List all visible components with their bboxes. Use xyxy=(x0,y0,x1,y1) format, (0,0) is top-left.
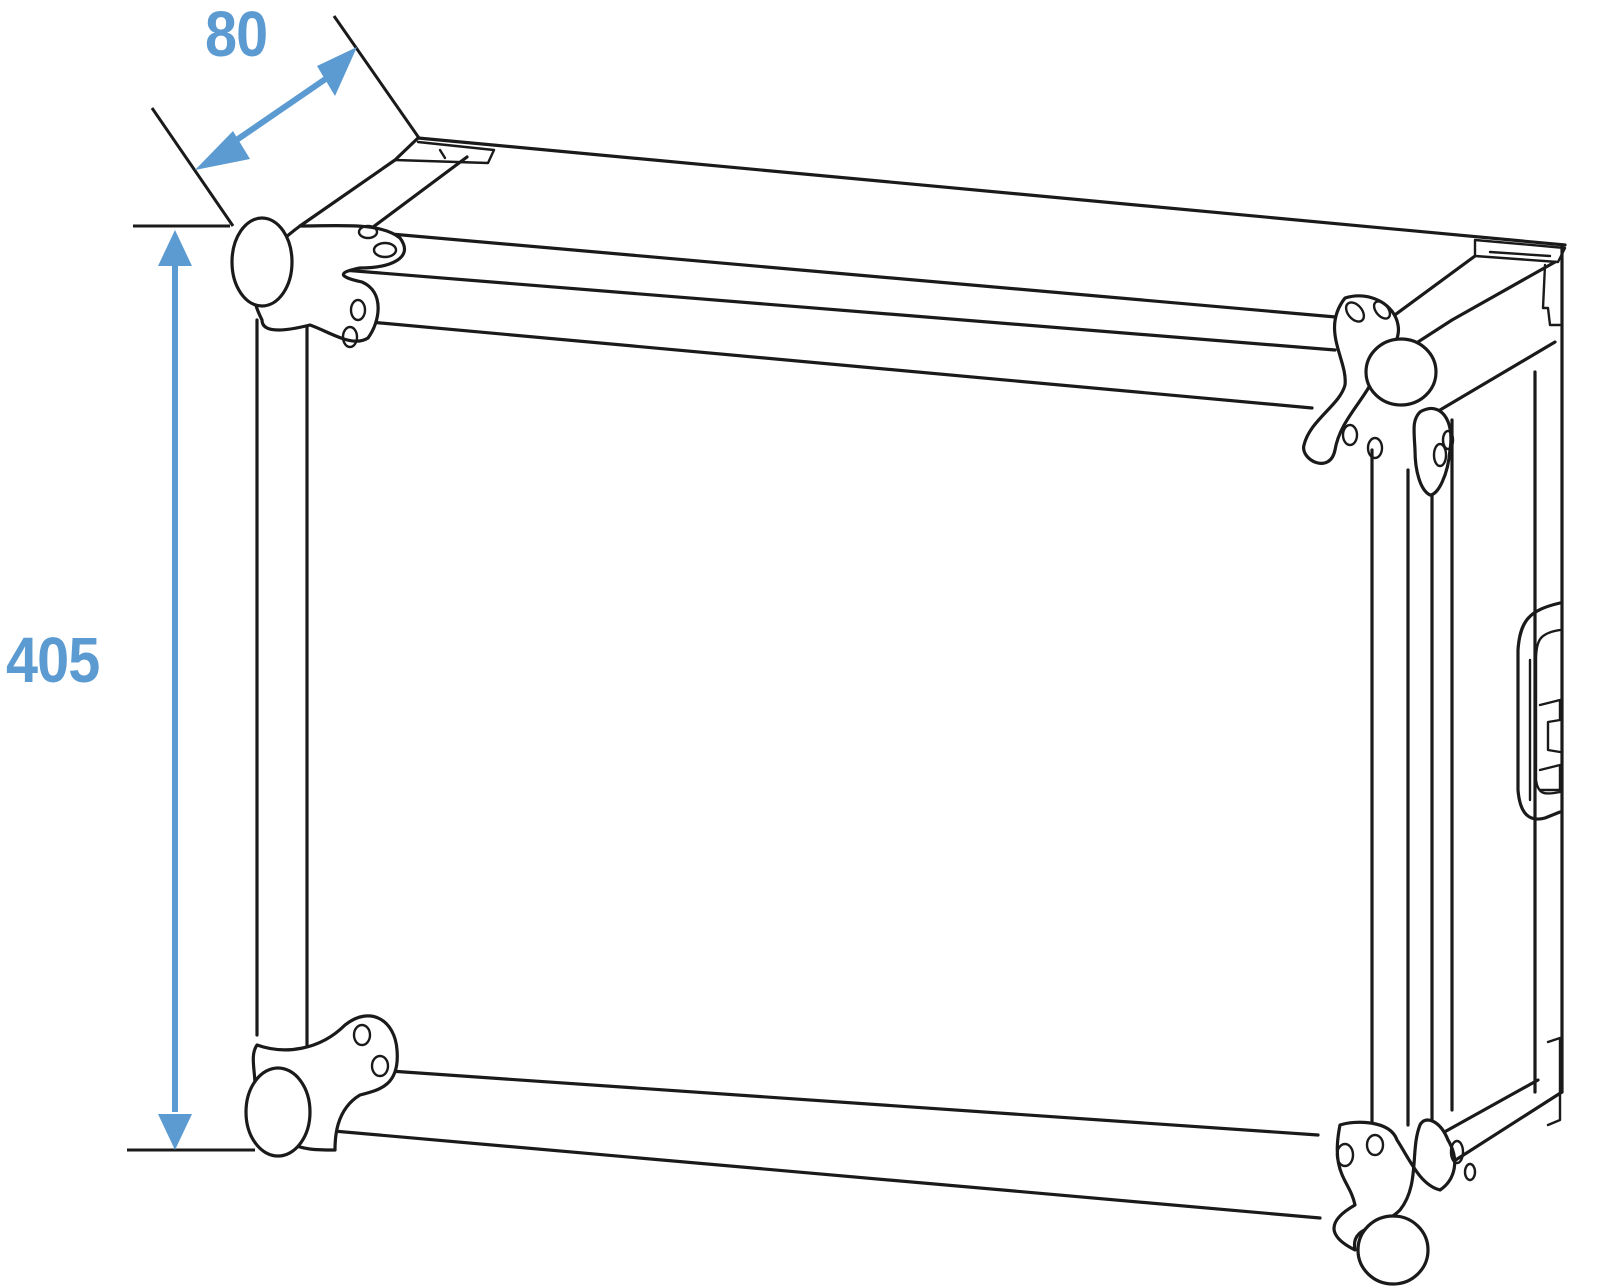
side-latch xyxy=(1516,601,1562,821)
height-dimension xyxy=(127,224,255,1152)
height-dimension-label: 405 xyxy=(6,624,100,696)
depth-dimension-line xyxy=(220,75,329,153)
depth-extension-front xyxy=(150,107,235,227)
arrow-up-right-icon xyxy=(317,47,357,96)
depth-dimension xyxy=(150,15,421,227)
arrow-down-left-icon xyxy=(195,131,250,170)
arrow-up-icon xyxy=(158,230,192,266)
corner-ball-bottom-left xyxy=(244,1014,399,1158)
depth-dimension-label: 80 xyxy=(205,0,268,70)
top-lid xyxy=(298,136,1567,1094)
depth-extension-back xyxy=(332,15,421,139)
corner-ball-bottom-right xyxy=(1332,1118,1477,1286)
front-frame xyxy=(255,224,1564,1220)
corner-ball-top-right xyxy=(1302,294,1455,497)
corner-ball-top-left xyxy=(230,216,407,349)
arrow-down-icon xyxy=(158,1114,192,1150)
